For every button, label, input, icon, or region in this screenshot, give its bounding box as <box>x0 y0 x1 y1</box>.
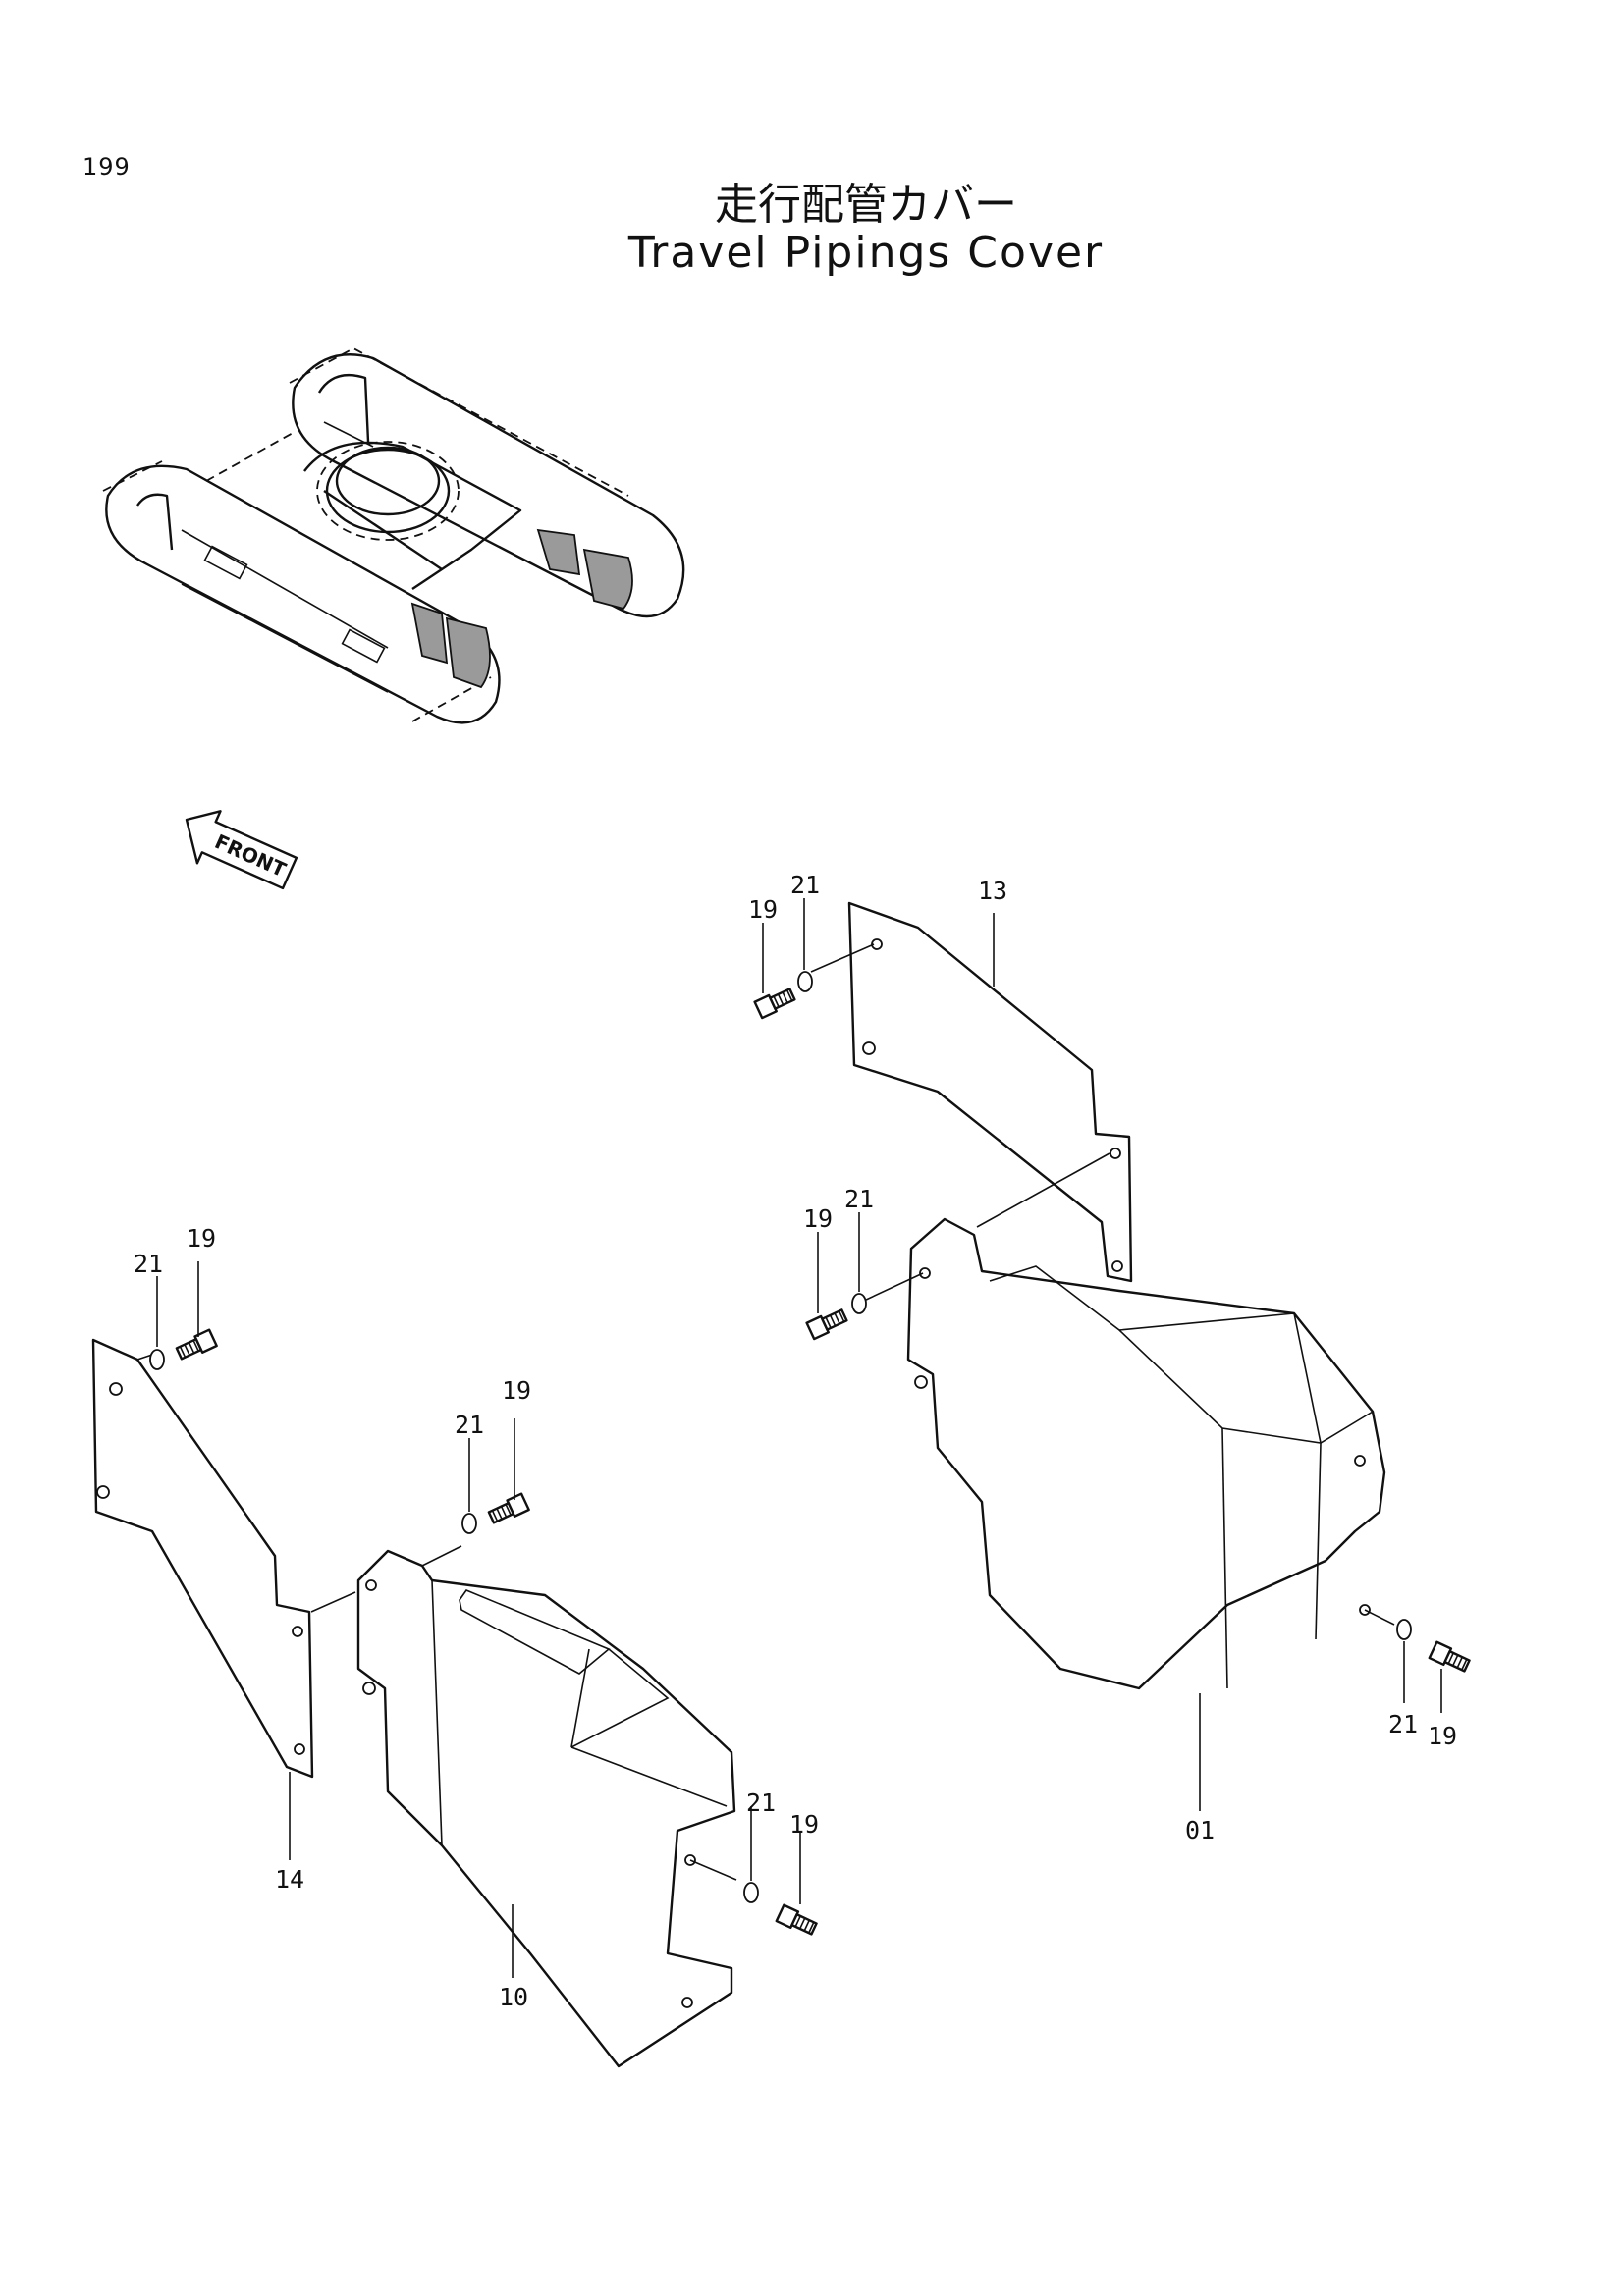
washer-21 <box>461 1513 477 1534</box>
hardware-set-lower-right <box>1396 1619 1471 1673</box>
callout-19: 19 <box>187 1224 216 1253</box>
bolt-19 <box>1428 1640 1471 1673</box>
callout-21: 21 <box>746 1789 776 1817</box>
part-01-cover <box>863 1217 1395 1690</box>
callout-21: 21 <box>1388 1710 1418 1738</box>
title-japanese: 走行配管カバー <box>715 180 1017 230</box>
callout-19: 19 <box>502 1376 531 1405</box>
hardware-set-upper-right <box>753 971 813 1020</box>
washer-21 <box>1396 1619 1412 1640</box>
arrow-left-icon <box>185 810 298 890</box>
title-english: Travel Pipings Cover <box>627 228 1105 278</box>
undercarriage-overview-illustration <box>102 347 685 724</box>
part-10-cover <box>356 1545 737 2068</box>
hardware-set-upper-left <box>149 1328 218 1370</box>
hardware-set-middle-left <box>461 1492 530 1534</box>
callout-19: 19 <box>789 1810 819 1839</box>
callout-21: 21 <box>844 1185 874 1213</box>
part-13-plate <box>810 901 1133 1283</box>
callout-21: 21 <box>790 871 820 899</box>
front-direction-marker: FRONT <box>185 810 298 890</box>
hardware-set-lower-middle <box>743 1882 818 1936</box>
washer-21 <box>149 1349 165 1370</box>
callout-10: 10 <box>499 1983 528 2011</box>
callout-21: 21 <box>134 1250 163 1278</box>
leader-lines <box>156 898 1442 1978</box>
page-number: 199 <box>82 153 131 181</box>
bolt-19 <box>775 1903 818 1936</box>
washer-21 <box>797 971 813 992</box>
callout-19: 19 <box>748 895 778 924</box>
callout-19: 19 <box>1428 1722 1457 1750</box>
bolt-19 <box>175 1328 218 1361</box>
bolt-19 <box>487 1492 530 1524</box>
callout-labels: 13 21 19 21 19 21 19 01 21 19 21 19 21 1… <box>134 871 1457 2011</box>
hardware-set-middle-right <box>805 1293 867 1341</box>
washer-21 <box>851 1293 867 1314</box>
callout-14: 14 <box>275 1865 304 1894</box>
bolt-19 <box>805 1308 848 1341</box>
part-14-plate <box>91 1338 356 1779</box>
callout-01: 01 <box>1185 1816 1215 1844</box>
bolt-19 <box>753 988 796 1020</box>
callout-19: 19 <box>803 1204 833 1233</box>
washer-21 <box>743 1882 759 1903</box>
callout-13: 13 <box>978 877 1007 905</box>
callout-21: 21 <box>455 1411 484 1439</box>
